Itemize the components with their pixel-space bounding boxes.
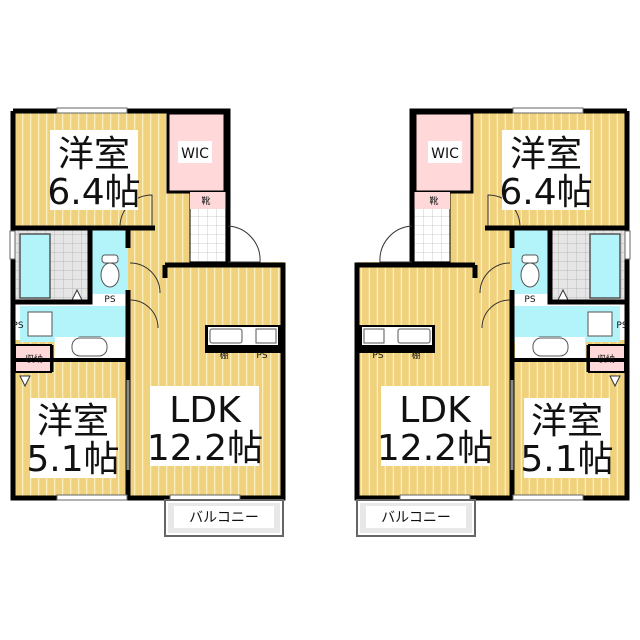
wic-label: WIC	[181, 146, 209, 162]
ldk-size: 12.2帖	[377, 428, 493, 469]
shoe-closet-label: 靴	[201, 195, 210, 207]
ps-label: PS	[256, 351, 267, 361]
shelf-label: 棚	[219, 349, 228, 361]
balcony-label: バルコニー	[381, 510, 451, 526]
unit-left-labels: 洋室 6.4帖 WIC 靴 PS PS PS 棚 収納 洋室 5.1帖 LDK …	[12, 130, 274, 528]
storage-label: 収納	[25, 353, 43, 365]
bedroom2-size: 5.1帖	[26, 439, 119, 480]
ldk-name: LDK	[399, 390, 472, 431]
bedroom2-size: 5.1帖	[520, 439, 613, 480]
bedroom1-size: 6.4帖	[499, 172, 592, 213]
bedroom1-size: 6.4帖	[47, 172, 140, 213]
bedroom1-name: 洋室	[58, 134, 130, 175]
ps-label: PS	[372, 351, 383, 361]
balcony-label: バルコニー	[189, 510, 259, 526]
ps-label: PS	[104, 295, 115, 305]
ldk-name: LDK	[169, 390, 242, 431]
shoe-closet-label: 靴	[429, 195, 438, 207]
ldk-size: 12.2帖	[147, 428, 263, 469]
bedroom2-name: 洋室	[37, 401, 109, 442]
shelf-label: 棚	[411, 349, 420, 361]
bedroom2-name: 洋室	[531, 401, 603, 442]
storage-label: 収納	[597, 353, 615, 365]
ps-label: PS	[524, 295, 535, 305]
unit-right-labels: 洋室 6.4帖 WIC 靴 PS PS PS 棚 収納 洋室 5.1帖 LDK …	[366, 130, 628, 528]
ps-label: PS	[12, 321, 23, 331]
ps-label: PS	[616, 321, 627, 331]
wic-label: WIC	[431, 146, 459, 162]
bedroom1-name: 洋室	[510, 134, 582, 175]
